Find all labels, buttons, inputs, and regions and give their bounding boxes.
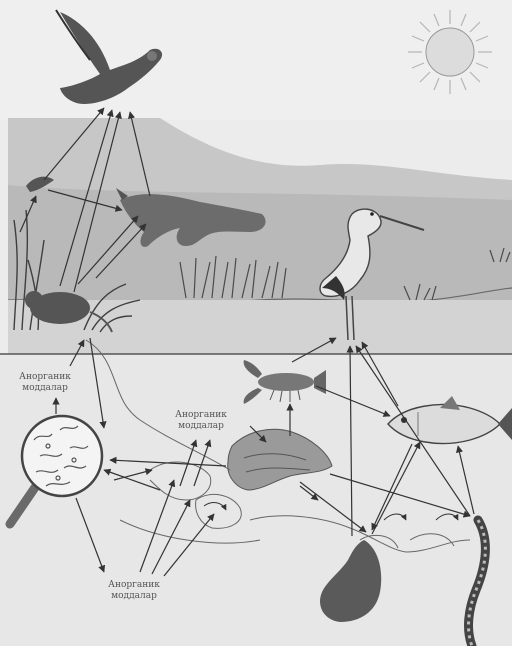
inorganic-label-middle: Анорганик моддалар: [156, 410, 246, 432]
inorganic-label-bottom: Анорганик моддалар: [92, 580, 176, 602]
inorganic-label-left: Анорганик моддалар: [8, 372, 82, 394]
sun-icon: [408, 10, 492, 94]
